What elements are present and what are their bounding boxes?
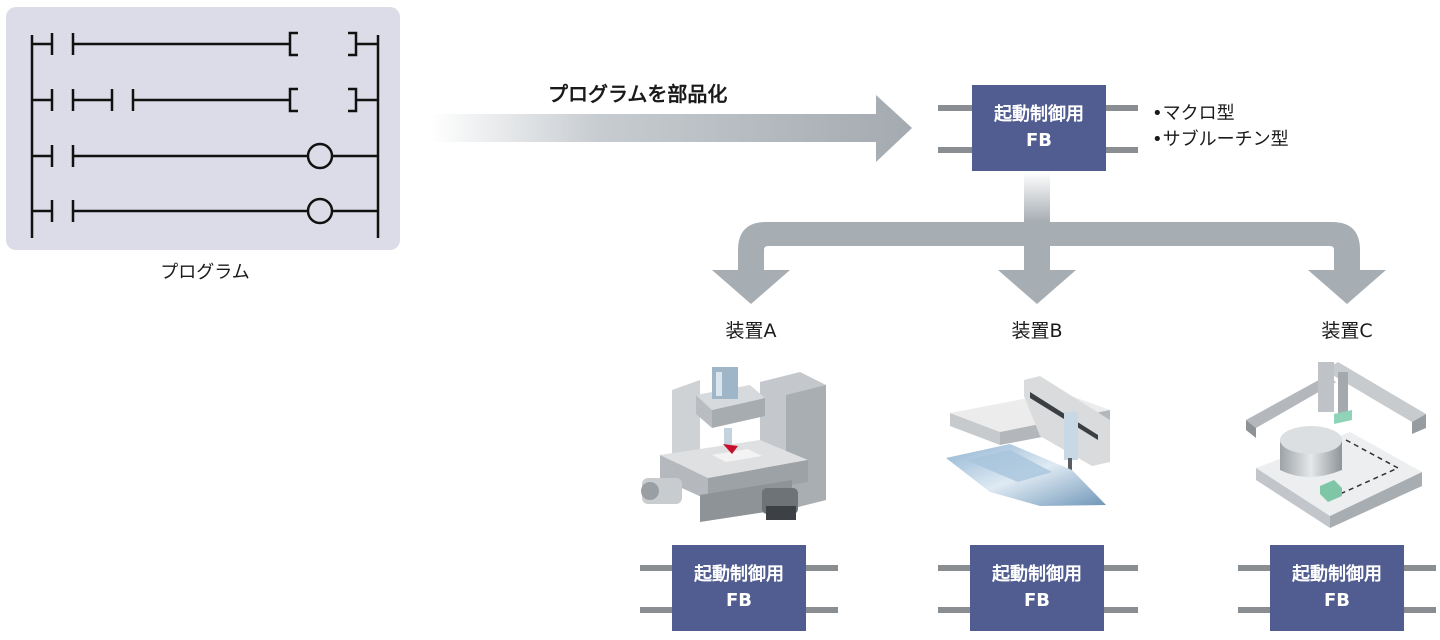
device-c-fb-pin bbox=[1398, 565, 1436, 571]
componentize-label: プログラムを部品化 bbox=[548, 82, 728, 106]
device-a-label: 装置A bbox=[725, 320, 777, 342]
device-a-fb-pin bbox=[640, 565, 678, 571]
device-a-fb-pin bbox=[800, 565, 838, 571]
main-function-block: 起動制御用 FB bbox=[972, 85, 1106, 171]
fb-subtitle: FB bbox=[1025, 130, 1052, 151]
device-b-label: 装置B bbox=[1011, 320, 1063, 342]
device-b-fb-pin bbox=[1100, 607, 1138, 613]
arrowhead-device-a bbox=[712, 270, 790, 304]
fb-input-pin-2 bbox=[938, 147, 976, 153]
fb-output-pin-2 bbox=[1100, 147, 1138, 153]
fb-title: 起動制御用 bbox=[694, 564, 784, 585]
right-arrow bbox=[430, 95, 912, 162]
device-b-function-block: 起動制御用 FB bbox=[970, 545, 1104, 631]
fb-subtitle: FB bbox=[725, 590, 752, 611]
device-a-fb-pin bbox=[800, 607, 838, 613]
fb-title: 起動制御用 bbox=[1292, 564, 1382, 585]
device-c-fb-pin bbox=[1398, 607, 1436, 613]
device-a-fb-pin bbox=[640, 607, 678, 613]
device-c-function-block: 起動制御用 FB bbox=[1270, 545, 1404, 631]
fb-input-pin-1 bbox=[938, 105, 976, 111]
fb-type-subroutine: •サブルーチン型 bbox=[1152, 129, 1289, 150]
device-c-label: 装置C bbox=[1321, 320, 1373, 342]
fb-output-pin-1 bbox=[1100, 105, 1138, 111]
ladder-rung-3 bbox=[32, 142, 378, 170]
device-b-fb-pin bbox=[938, 565, 976, 571]
device-c-fb-pin bbox=[1238, 607, 1276, 613]
device-a-function-block: 起動制御用 FB bbox=[672, 545, 806, 631]
fb-type-list: •マクロ型 •サブルーチン型 bbox=[1152, 101, 1289, 153]
distribution-arrows bbox=[712, 172, 1386, 304]
fb-title: 起動制御用 bbox=[992, 564, 1082, 585]
fb-type-macro: •マクロ型 bbox=[1152, 103, 1235, 124]
device-b-fb-pin bbox=[1100, 565, 1138, 571]
fb-subtitle: FB bbox=[1323, 590, 1350, 611]
ladder-rung-1 bbox=[32, 31, 378, 57]
ladder-rung-4 bbox=[32, 197, 378, 225]
dispensing-robot-illustration bbox=[946, 376, 1110, 506]
arrowhead-device-c bbox=[1308, 270, 1386, 304]
gantry-robot-illustration bbox=[1246, 362, 1426, 528]
ladder-program-panel bbox=[6, 7, 400, 250]
device-b-fb-pin bbox=[938, 607, 976, 613]
machining-center-illustration bbox=[641, 367, 826, 522]
program-caption: プログラム bbox=[160, 262, 250, 283]
fb-title: 起動制御用 bbox=[994, 104, 1084, 125]
fb-subtitle: FB bbox=[1023, 590, 1050, 611]
arrowhead-device-b bbox=[998, 270, 1076, 304]
device-c-fb-pin bbox=[1238, 565, 1276, 571]
ladder-rung-2 bbox=[32, 87, 378, 113]
